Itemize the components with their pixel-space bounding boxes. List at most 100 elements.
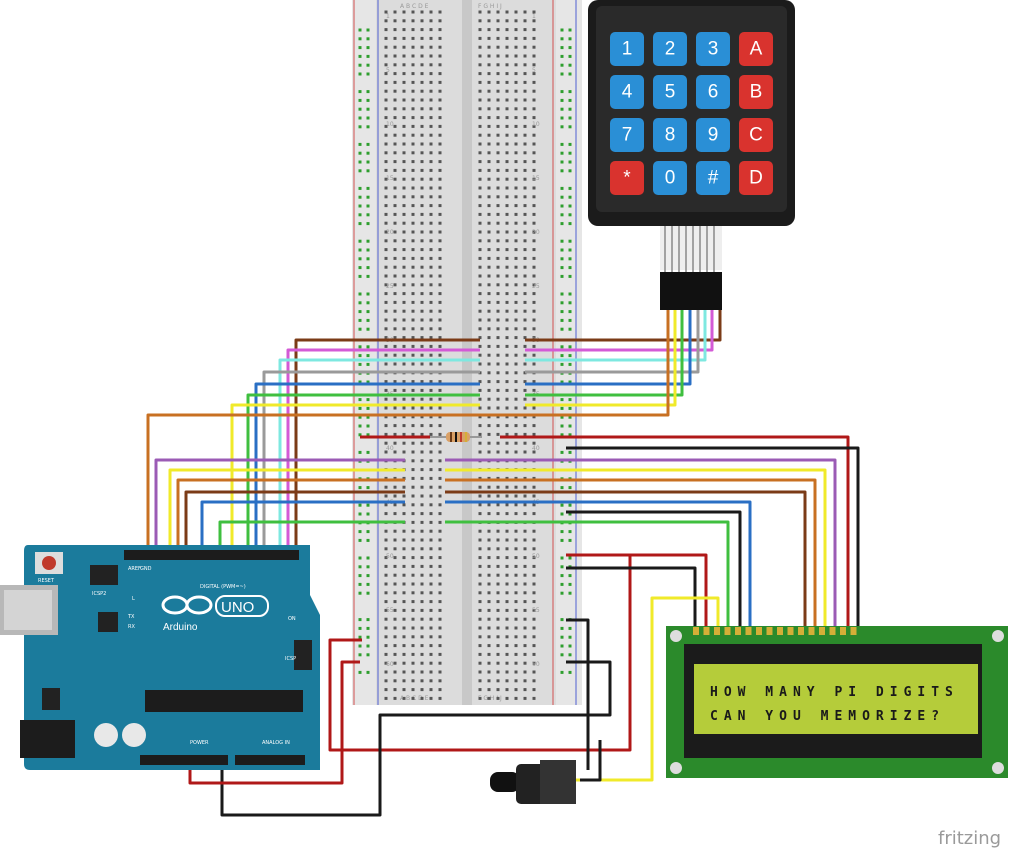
svg-text:5: 5 xyxy=(665,82,676,103)
resistor xyxy=(430,432,482,442)
bb-row-number: 55 xyxy=(532,607,540,614)
bb-row-number: 1 xyxy=(386,13,390,20)
power-label: POWER xyxy=(190,740,209,746)
wire xyxy=(188,660,360,785)
svg-text:*: * xyxy=(623,168,631,189)
bb-row-number: 55 xyxy=(386,607,394,614)
keypad-key: 8 xyxy=(653,118,687,152)
arduino-logo: UNO Arduino xyxy=(161,595,269,633)
analog-header xyxy=(235,755,305,765)
bb-row-number: 5 xyxy=(532,67,536,74)
wire xyxy=(566,566,697,630)
bb-row-number: 5 xyxy=(386,67,390,74)
bb-row-number: 10 xyxy=(386,121,394,128)
keypad-key: 1 xyxy=(610,32,644,66)
svg-text:1: 1 xyxy=(622,39,633,60)
wire xyxy=(566,510,742,630)
power-header xyxy=(140,755,228,765)
keypad-key: * xyxy=(610,161,644,195)
bb-row-number: 20 xyxy=(386,229,394,236)
on-label: ON xyxy=(288,616,296,622)
breadboard: A B C D E F G H I J A B C D E F G H I J … xyxy=(352,0,582,705)
bb-row-number: 40 xyxy=(532,445,540,452)
wire xyxy=(184,490,807,630)
wire xyxy=(230,310,677,555)
bb-row-number: 25 xyxy=(532,283,540,290)
wire xyxy=(146,310,670,555)
keypad-key: 0 xyxy=(653,161,687,195)
svg-text:3: 3 xyxy=(708,39,719,60)
svg-text:4: 4 xyxy=(622,82,633,103)
led-label-tx: TX xyxy=(127,614,135,620)
wire xyxy=(576,596,720,782)
keypad-key: D xyxy=(739,161,773,195)
wire xyxy=(580,740,602,782)
svg-text:C: C xyxy=(749,125,763,146)
wire xyxy=(168,468,827,630)
bb-row-number: 60 xyxy=(532,661,540,668)
svg-text:2: 2 xyxy=(665,39,676,60)
svg-text:9: 9 xyxy=(708,125,719,146)
aref-label: AREF xyxy=(128,566,141,572)
wire xyxy=(328,553,632,752)
icsp-label: ICSP xyxy=(285,656,296,662)
svg-text:#: # xyxy=(708,168,719,189)
reset-label: RESET xyxy=(38,578,55,584)
bb-row-number: 15 xyxy=(386,175,394,182)
keypad-key: 4 xyxy=(610,75,644,109)
arduino-uno: RESET ICSP2 DIGITAL (PWM=~) AREF GND UNO… xyxy=(0,545,320,770)
uno-label: UNO xyxy=(221,599,254,616)
icsp2-label: ICSP2 xyxy=(92,591,106,597)
wire xyxy=(200,500,752,630)
keypad-key: 9 xyxy=(696,118,730,152)
svg-text:0: 0 xyxy=(665,168,676,189)
keypad-connector xyxy=(660,272,722,310)
keypad-key: 7 xyxy=(610,118,644,152)
fritzing-watermark: fritzing xyxy=(938,828,1001,848)
wire xyxy=(294,310,722,555)
svg-text:B: B xyxy=(750,82,763,103)
power-jack xyxy=(20,720,75,758)
wire xyxy=(286,310,714,555)
bb-row-number: 50 xyxy=(386,553,394,560)
wire xyxy=(220,660,612,817)
analog-label: ANALOG IN xyxy=(262,740,290,746)
gnd-label: GND xyxy=(140,566,152,572)
arduino-brand: Arduino xyxy=(163,622,198,633)
wire xyxy=(254,310,692,555)
bb-row-number: 20 xyxy=(532,229,540,236)
keypad-key: 2 xyxy=(653,32,687,66)
digital-label: DIGITAL (PWM=~) xyxy=(200,584,246,590)
svg-text:A: A xyxy=(750,39,763,60)
bb-row-number: 15 xyxy=(532,175,540,182)
bb-row-number: 1 xyxy=(532,13,536,20)
keypad-key: B xyxy=(739,75,773,109)
wire xyxy=(262,310,700,555)
bb-row-number: 25 xyxy=(386,283,394,290)
svg-text:6: 6 xyxy=(708,82,719,103)
bb-letters-right: F G H I J xyxy=(478,3,502,10)
wire xyxy=(278,310,707,555)
digital-header xyxy=(124,550,299,560)
wire xyxy=(566,446,860,630)
keypad-key: A xyxy=(739,32,773,66)
keypad-key: 6 xyxy=(696,75,730,109)
keypad-key: 3 xyxy=(696,32,730,66)
wire xyxy=(360,435,850,630)
svg-text:7: 7 xyxy=(622,125,633,146)
lcd-line-1: HOW MANY PI DIGITS xyxy=(710,685,959,700)
wire xyxy=(176,478,817,630)
wire xyxy=(218,520,730,630)
lcd-display: HOW MANY PI DIGITS CAN YOU MEMORIZE? xyxy=(666,626,1008,778)
wire xyxy=(566,618,590,770)
lcd-line-2: CAN YOU MEMORIZE? xyxy=(710,709,945,724)
wire xyxy=(630,553,708,630)
keypad-key: C xyxy=(739,118,773,152)
bb-row-number: 40 xyxy=(386,445,394,452)
bb-letters-left: A B C D E xyxy=(400,3,429,10)
bb-row-number: 50 xyxy=(532,553,540,560)
bb-row-number: 60 xyxy=(386,661,394,668)
keypad-key: # xyxy=(696,161,730,195)
led-label-rx: RX xyxy=(128,624,135,630)
